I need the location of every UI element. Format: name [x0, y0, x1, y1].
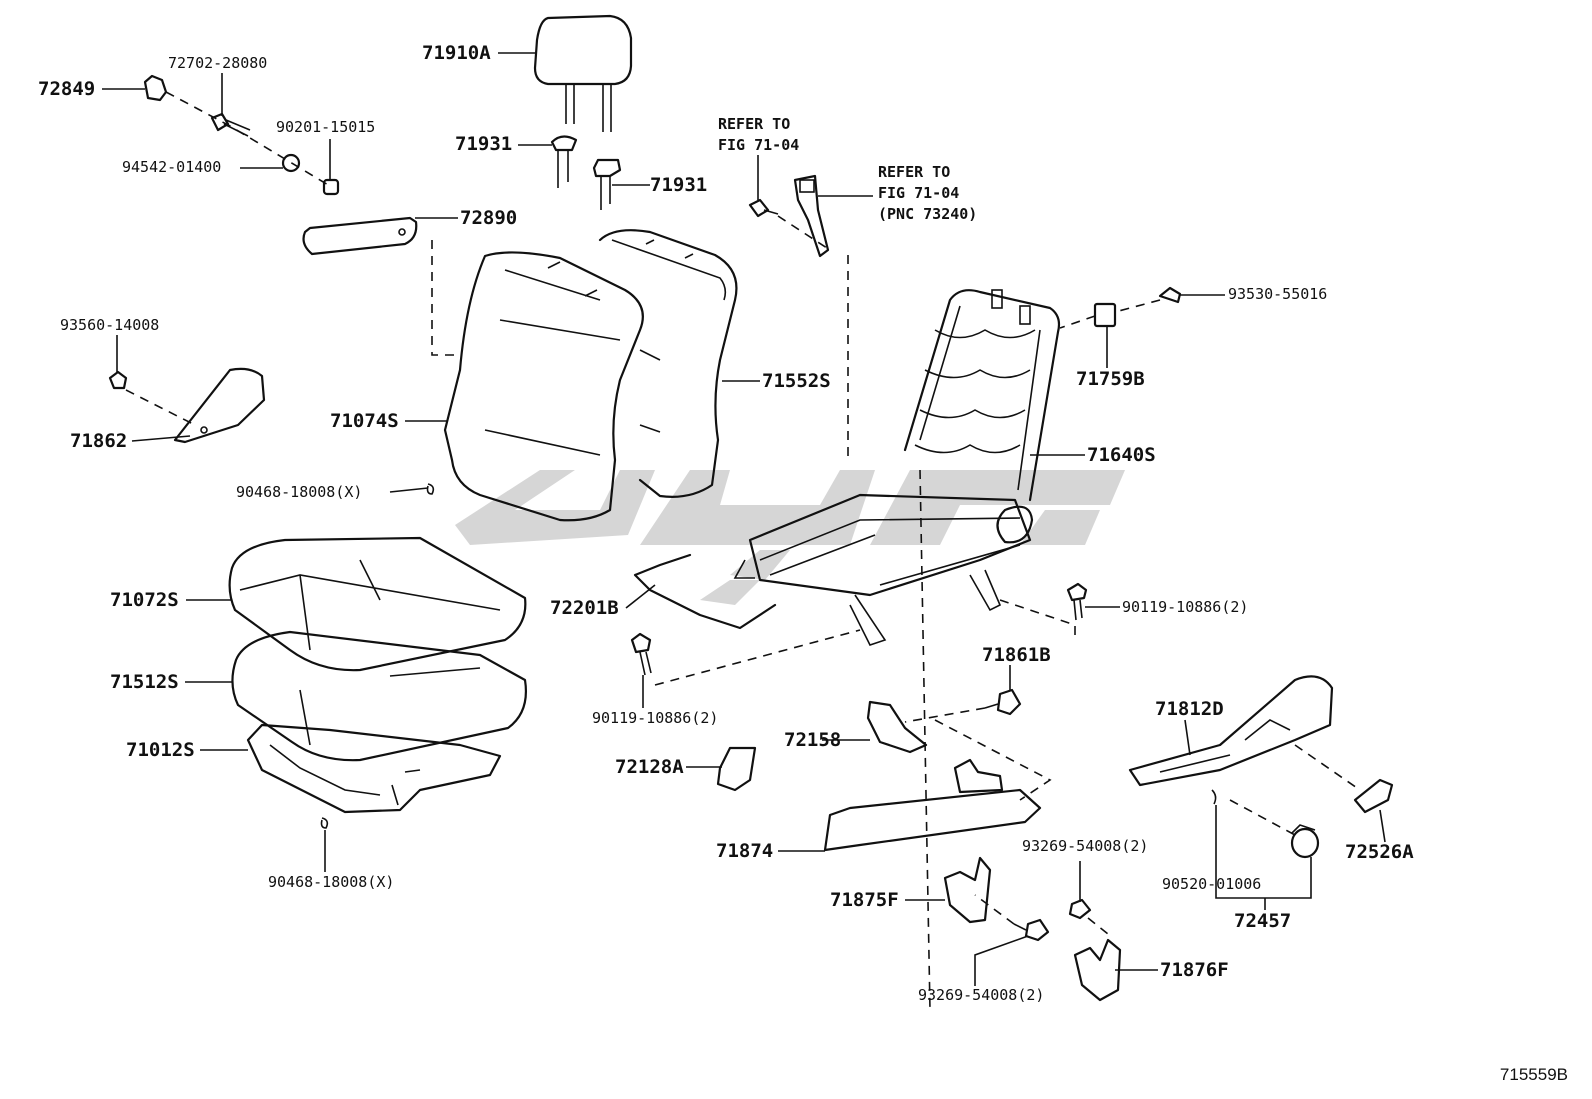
label-72890: 72890 — [460, 207, 518, 229]
watermark-logo — [455, 470, 1125, 605]
wire-72201b — [633, 553, 777, 630]
label-90468-18008-lower: 90468-18008(X) — [268, 873, 395, 891]
nut-94542 — [281, 153, 301, 173]
headrest — [533, 14, 633, 132]
cover-72526a — [1353, 778, 1394, 814]
seatback-frame-cover — [598, 229, 738, 498]
label-71640s: 71640S — [1087, 444, 1156, 466]
screw-71861b — [984, 688, 1022, 716]
label-72849: 72849 — [38, 78, 96, 100]
label-93269-54008-lower: 93269-54008(2) — [918, 986, 1045, 1004]
label-71552s: 71552S — [762, 370, 831, 392]
label-93530-55016: 93530-55016 — [1228, 285, 1328, 303]
label-93269-54008-upper: 93269-54008(2) — [1022, 837, 1149, 855]
bolt-90119-right — [1066, 582, 1088, 621]
label-90520-01006: 90520-01006 — [1162, 875, 1262, 893]
knob-72457 — [1290, 824, 1320, 859]
label-71910a: 71910A — [422, 42, 491, 64]
headrest-guide-left — [550, 135, 578, 188]
label-71875f: 71875F — [830, 889, 899, 911]
screw-93269-lower — [1013, 918, 1050, 942]
cover-71875f — [943, 856, 992, 924]
armrest-cover — [302, 216, 418, 256]
clip-90468-lower — [320, 817, 329, 829]
clip-90520 — [1211, 789, 1217, 805]
label-71012s: 71012S — [126, 739, 195, 761]
label-71861b: 71861B — [982, 644, 1051, 666]
label-refer-fig-1-line2: FIG 71-04 — [718, 136, 800, 154]
drawing-number: 715559B — [1499, 1065, 1568, 1084]
label-71074s: 71074S — [330, 410, 399, 432]
bolt-90119-left — [630, 632, 652, 676]
label-71876f: 71876F — [1160, 959, 1229, 981]
clip-90468-upper — [426, 483, 435, 495]
label-refer-fig-2-line2: FIG 71-04 — [878, 184, 960, 202]
side-cover-71862 — [173, 367, 266, 444]
label-refer-fig-1-line1: REFER TO — [718, 115, 791, 133]
recliner-cover-71812d — [1128, 675, 1334, 787]
seat-pan — [246, 723, 502, 814]
seat-cushion-pad — [231, 630, 527, 762]
label-71812d: 71812D — [1155, 698, 1224, 720]
screw-93269-upper — [1068, 898, 1092, 920]
bolt-72702 — [210, 112, 251, 137]
label-71512s: 71512S — [110, 671, 179, 693]
label-93560-14008: 93560-14008 — [60, 316, 160, 334]
leader-lines — [102, 52, 1386, 986]
label-refer-fig-2-line1: REFER TO — [878, 163, 951, 181]
headrest-guide-right — [592, 158, 622, 210]
screw-93530 — [1158, 286, 1182, 304]
label-72158: 72158 — [784, 729, 842, 751]
bracket-72128a — [716, 746, 757, 792]
bolt-refer — [748, 198, 779, 218]
label-90119-10886-left: 90119-10886(2) — [592, 709, 719, 727]
label-71072s: 71072S — [110, 589, 179, 611]
nut-71759b — [1093, 302, 1117, 328]
label-71874: 71874 — [716, 840, 774, 862]
label-refer-fig-2-line3: (PNC 73240) — [878, 205, 978, 223]
label-71931-lower: 71931 — [650, 174, 708, 196]
cap-72849 — [143, 74, 168, 102]
seat-frame-assembly — [733, 289, 1061, 646]
label-72526a: 72526A — [1345, 841, 1414, 863]
clip-90201 — [322, 178, 340, 196]
seatback-cushion — [443, 251, 644, 522]
rail-cover-71874 — [823, 758, 1042, 852]
label-94542-01400: 94542-01400 — [122, 158, 222, 176]
label-72128a: 72128A — [615, 756, 684, 778]
label-71862: 71862 — [70, 430, 128, 452]
bracket-72158 — [866, 700, 928, 754]
label-90119-10886-right: 90119-10886(2) — [1122, 598, 1249, 616]
label-71931-upper: 71931 — [455, 133, 513, 155]
cover-71876f — [1073, 938, 1122, 1002]
label-72457: 72457 — [1234, 910, 1292, 932]
screw-93560 — [108, 370, 128, 390]
label-71759b: 71759B — [1076, 368, 1145, 390]
seatbelt-buckle — [793, 174, 830, 258]
seat-cushion-cover — [228, 536, 527, 672]
label-72702-28080: 72702-28080 — [168, 54, 268, 72]
label-90201-15015: 90201-15015 — [276, 118, 376, 136]
label-72201b: 72201B — [550, 597, 619, 619]
label-90468-18008-upper: 90468-18008(X) — [236, 483, 363, 501]
